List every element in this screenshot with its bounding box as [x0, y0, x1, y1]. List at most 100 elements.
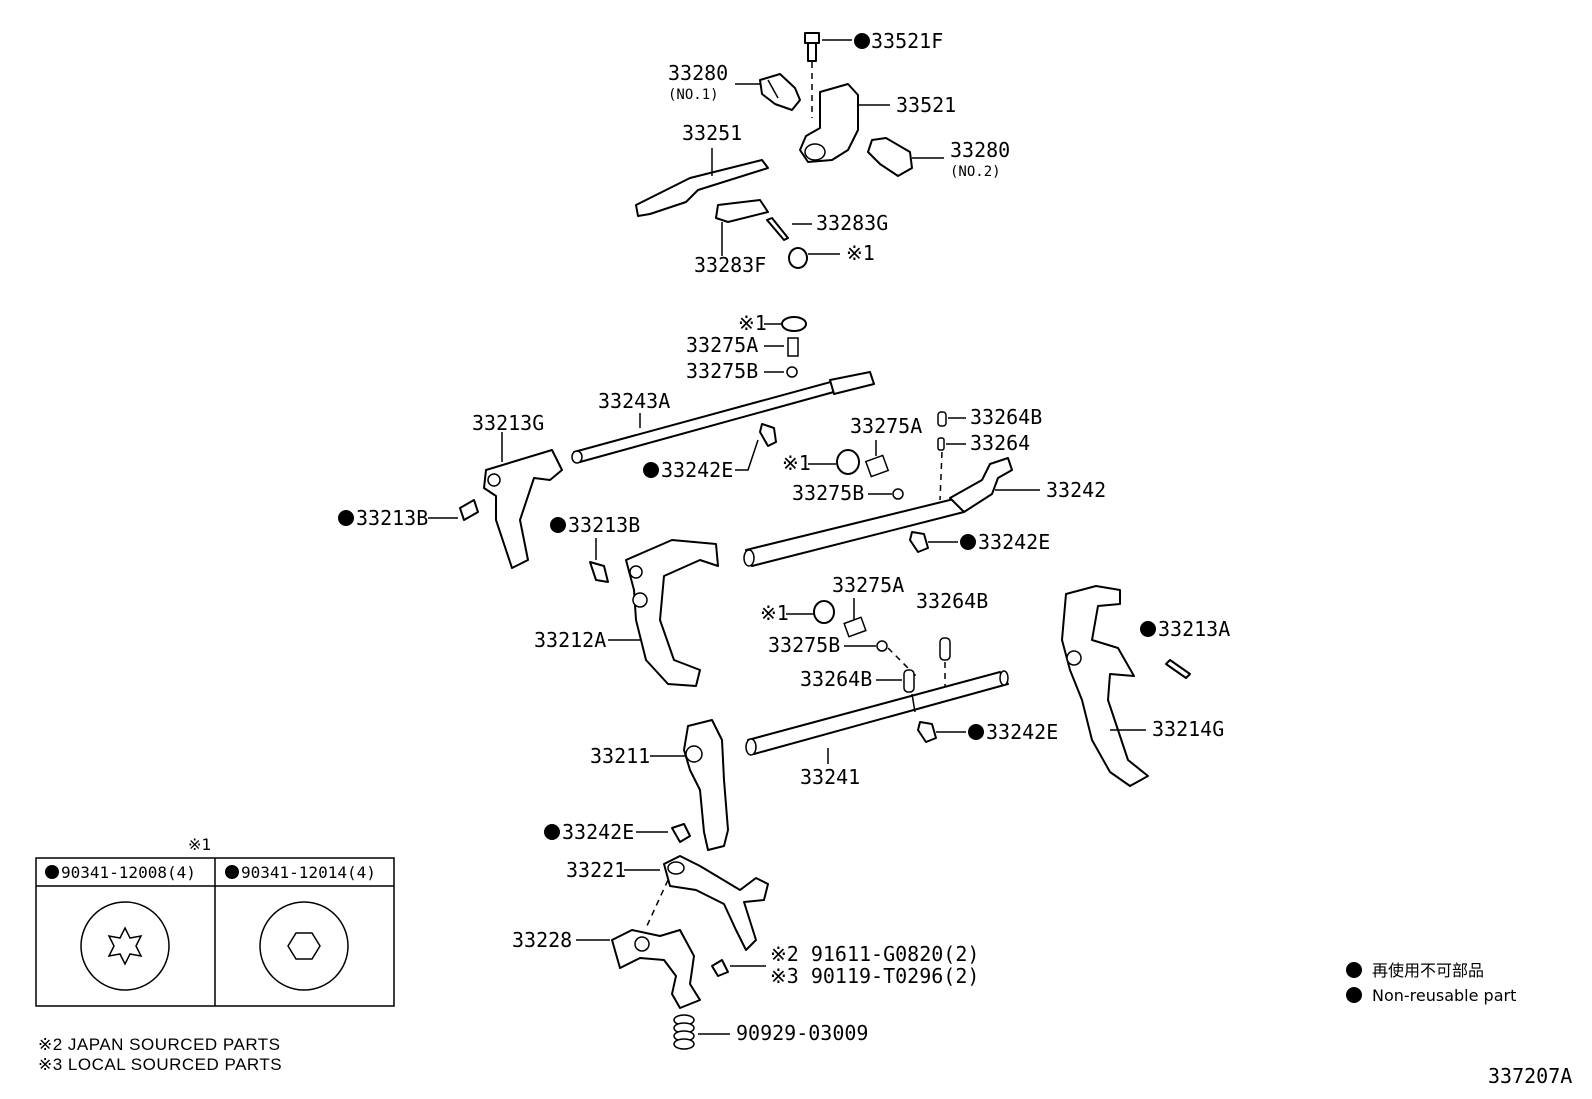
label-91611: ※2 91611-G0820(2) [770, 942, 979, 966]
legend-dot-en [1346, 987, 1362, 1003]
label-33280-no2: 33280 [950, 138, 1010, 162]
label-33213G: 33213G [472, 411, 544, 435]
fork-33214G [1061, 585, 1149, 787]
interlock-pin-33264B-low [903, 669, 915, 693]
shaft-33241 [745, 670, 1009, 756]
legend-jp: 再使用不可部品 [1372, 961, 1484, 980]
interlock-pin-33264B-top [937, 411, 947, 427]
inset-marker: ※1 [188, 835, 211, 854]
plug-screw-mid2 [836, 449, 860, 475]
label-33275A-low: 33275A [832, 573, 904, 597]
label-33242E-b: 33242E [978, 530, 1050, 554]
note-japan-sourced: ※2 JAPAN SOURCED PARTS [38, 1035, 281, 1054]
label-33521F: 33521F [871, 29, 943, 53]
spring-33283F [715, 199, 769, 256]
torx-screw-icon [80, 901, 170, 991]
shaft-33243A [571, 371, 875, 464]
plug-33280-no2 [867, 137, 944, 177]
label-33212A: 33212A [534, 628, 606, 652]
plug-screw-low [813, 600, 835, 624]
label-33213B-mid: 33213B [568, 513, 640, 537]
inset-col1-header: 90341-12008(4) [61, 863, 196, 882]
nonreusable-dot-33242E-c [544, 824, 560, 840]
legend-en: Non-reusable part [1372, 986, 1516, 1005]
label-33275B-mid: 33275B [792, 481, 864, 505]
diagram-id: 337207A [1488, 1064, 1572, 1088]
label-33280-no2-sub: (NO.2) [950, 164, 1001, 180]
label-33275B-top: 33275B [686, 359, 758, 383]
label-90119: ※3 90119-T0296(2) [770, 964, 979, 988]
fork-33212A [608, 539, 719, 687]
label-33275A-top: 33275A [686, 333, 758, 357]
lever-33251 [635, 148, 769, 217]
inset-col2-header: 90341-12014(4) [241, 863, 376, 882]
interlock-pin-33264B-mid [939, 637, 951, 661]
label-33221: 33221 [566, 858, 626, 882]
legend-dot-jp [1346, 962, 1362, 978]
ball-33275B-mid [892, 488, 904, 500]
bracket-33228 [576, 929, 701, 1009]
ball-33275B-low [876, 640, 888, 652]
spring-33275A-top [787, 337, 799, 357]
plug-screw-mid [781, 316, 807, 332]
snap-ring-33242E-c [671, 823, 691, 843]
label-33228: 33228 [512, 928, 572, 952]
label-33521: 33521 [896, 93, 956, 117]
bolt-33213B-left [459, 499, 479, 521]
fork-33213G [483, 432, 563, 569]
lever-33211 [650, 719, 729, 851]
shift-head-33521 [799, 83, 890, 163]
bolt-33213B-mid [589, 561, 609, 583]
bolt-33521F [804, 32, 870, 118]
label-33275B-low: 33275B [768, 633, 840, 657]
label-33251: 33251 [682, 121, 742, 145]
label-33242E-d: 33242E [986, 720, 1058, 744]
label-90929: 90929-03009 [736, 1021, 868, 1045]
nonreusable-dot-33213B-mid [550, 517, 566, 533]
label-mark1-mid2: ※1 [782, 451, 811, 475]
label-33275A-mid: 33275A [850, 414, 922, 438]
label-33242E-c: 33242E [562, 820, 634, 844]
nonreusable-dot-33242E-a [643, 462, 659, 478]
label-33242: 33242 [1046, 478, 1106, 502]
label-33264: 33264 [970, 431, 1030, 455]
label-33283F: 33283F [694, 253, 766, 277]
arm-33221 [624, 855, 769, 951]
label-33280-no1: 33280 [668, 61, 728, 85]
ball-33275B-top [786, 366, 798, 378]
spring-90929 [673, 1014, 730, 1050]
spring-33275A-low [843, 616, 867, 638]
label-mark1-top: ※1 [846, 241, 875, 265]
nonreusable-dot-33242E-b [960, 534, 976, 550]
label-33280-no1-sub: (NO.1) [668, 87, 719, 103]
snap-ring-33242E-a [759, 423, 777, 447]
pin-33283G [766, 217, 812, 241]
label-33241: 33241 [800, 765, 860, 789]
label-mark1-mid: ※1 [738, 311, 767, 335]
label-33214G: 33214G [1152, 717, 1224, 741]
note-local-sourced: ※3 LOCAL SOURCED PARTS [38, 1055, 282, 1074]
hex-socket-screw-icon [259, 901, 349, 991]
label-33211: 33211 [590, 744, 650, 768]
interlock-pin-33264 [937, 437, 945, 451]
label-33243A: 33243A [598, 389, 670, 413]
label-33264B-low: 33264B [800, 667, 872, 691]
snap-ring-33242E-d [917, 721, 937, 743]
label-mark1-low: ※1 [760, 601, 789, 625]
spring-33275A-mid [864, 454, 890, 478]
pin-33213A [1165, 659, 1191, 679]
plug-33280-no1 [735, 73, 801, 111]
bolt-91611-90119 [711, 959, 766, 977]
label-33283G: 33283G [816, 211, 888, 235]
label-33213A: 33213A [1158, 617, 1230, 641]
nonreusable-dot-33213B-left [338, 510, 354, 526]
label-33213B-left: 33213B [356, 506, 428, 530]
plug-screw-top [788, 247, 840, 269]
label-33264B-mid: 33264B [916, 589, 988, 613]
shaft-33242 [743, 457, 1013, 567]
nonreusable-dot-33242E-d [968, 724, 984, 740]
label-33264B-top: 33264B [970, 405, 1042, 429]
label-33242E-a: 33242E [661, 458, 733, 482]
snap-ring-33242E-b [909, 531, 929, 553]
